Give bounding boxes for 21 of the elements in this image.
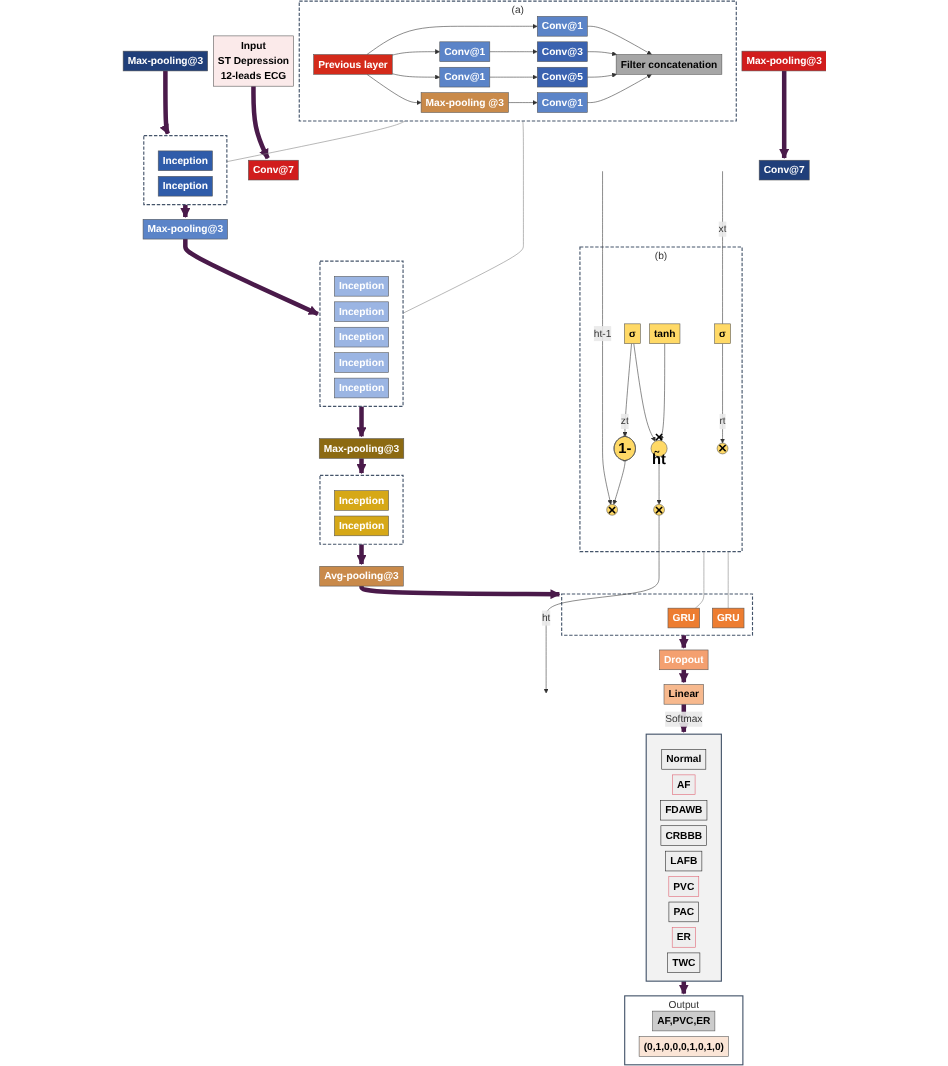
arrow [678, 668, 688, 684]
arrow [678, 634, 688, 650]
leader-line [727, 551, 728, 609]
cluster [318, 474, 403, 545]
arrow [158, 70, 170, 135]
leader-line [225, 120, 405, 162]
cluster [560, 593, 753, 636]
arrow [250, 86, 269, 160]
arrow [678, 980, 688, 996]
leader-line [694, 551, 704, 609]
arrow [358, 585, 560, 600]
cluster [644, 733, 722, 982]
leader-line [401, 120, 523, 314]
arrow [778, 70, 789, 159]
arrow [182, 238, 319, 317]
arrow [355, 457, 366, 475]
arrow [355, 406, 366, 438]
arrow [355, 543, 366, 566]
cluster [318, 260, 403, 407]
arrow [179, 203, 190, 219]
cluster [142, 135, 227, 206]
